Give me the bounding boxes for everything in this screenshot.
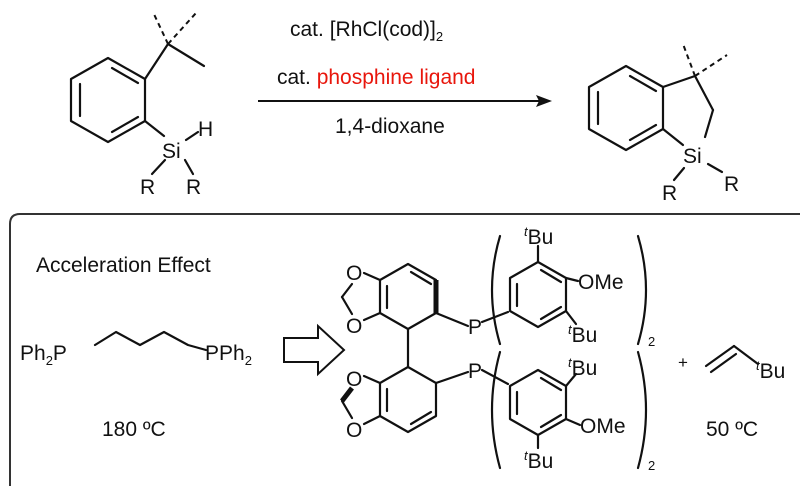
upper-ome-label: OMe <box>578 271 624 294</box>
vinyl-double-bond <box>704 344 736 368</box>
upper-dtbm-aryl-ring <box>508 260 568 329</box>
upper-dioxole-bond <box>340 282 354 299</box>
dppp-structure: Ph2P PPh2 <box>20 330 252 368</box>
temperature-old: 180 ºC <box>102 418 166 441</box>
tbu-ethylene-structure: tBu <box>704 344 785 383</box>
dppp-right-label: PPh2 <box>205 342 252 368</box>
product-ring-double-bond <box>628 74 658 93</box>
upper-p-bond <box>434 311 470 328</box>
reaction-arrow <box>258 95 552 107</box>
upper-tbu-label: tBu <box>524 224 553 249</box>
product-ring-bond <box>703 108 715 139</box>
vinyl-tbu-label: tBu <box>756 358 785 383</box>
product-ring-bond <box>661 74 697 89</box>
upper-right-parenthesis <box>636 234 648 346</box>
upper-dtbm-double-bond <box>539 305 563 321</box>
lower-dioxole-o: O <box>346 368 362 391</box>
substrate-ring-double-bond <box>110 115 140 134</box>
substrate-benzene-ring <box>69 56 147 144</box>
upper-dioxole-o: O <box>346 315 362 338</box>
upper-tbu-bond <box>564 309 578 326</box>
product-structure: Si R R <box>587 43 739 205</box>
substrate-tbu-methyl <box>167 12 197 45</box>
product-ring-double-bond <box>628 123 658 142</box>
product-benzene-ring <box>587 64 665 152</box>
upper-dtbm-double-bond <box>539 268 563 284</box>
upper-ome-bond <box>564 276 580 283</box>
upper-dioxole-bond <box>362 271 382 282</box>
lower-aryl-double-bond <box>409 410 433 426</box>
vinyl-double-bond <box>709 352 738 374</box>
lower-p-label: P <box>468 360 482 383</box>
upper-dioxole-o: O <box>346 262 362 285</box>
lower-right-parenthesis <box>636 350 648 470</box>
ligand-label: cat. phosphine ligand <box>277 66 476 89</box>
lower-p-bond <box>434 370 470 385</box>
substrate-r-bond <box>183 158 195 176</box>
product-methyl <box>682 43 696 77</box>
substrate-r-bond <box>150 158 167 176</box>
product-si-bond <box>661 127 685 147</box>
substrate-tbu-methyl <box>166 42 206 68</box>
lower-tbu-label: tBu <box>524 448 553 473</box>
lower-dioxole-bold-bond <box>340 386 354 403</box>
upper-aryl-double-bond <box>409 270 433 286</box>
product-si-label: Si <box>683 145 702 168</box>
lower-dioxole-bond <box>362 414 382 426</box>
upper-left-parenthesis <box>490 234 502 346</box>
substrate-si-label: Si <box>162 140 181 163</box>
lower-left-parenthesis <box>490 350 502 470</box>
solvent-label: 1,4-dioxane <box>335 115 445 138</box>
product-r-bond <box>706 162 724 174</box>
lower-tbu-label: tBu <box>568 355 597 380</box>
ligand-structure: O O O O P P tBu OMe tBu <box>340 224 655 473</box>
upper-paren-subscript: 2 <box>648 334 655 349</box>
product-methyl <box>694 54 728 77</box>
product-r-label: R <box>724 173 739 196</box>
substrate-tbu-methyl <box>152 11 169 45</box>
lower-ome-bond <box>564 417 582 427</box>
lower-ome-label: OMe <box>580 415 626 438</box>
upper-p-label: P <box>468 316 482 339</box>
substrate-tbu-bond <box>143 42 170 81</box>
acceleration-panel-border <box>9 213 800 486</box>
open-arrow-icon <box>283 323 346 377</box>
substrate-r-label: R <box>186 176 201 199</box>
substrate-r-label: R <box>140 176 155 199</box>
panel-title: Acceleration Effect <box>36 254 211 277</box>
upper-dioxole-bond <box>362 311 382 322</box>
lower-dtbm-double-bond <box>539 376 563 392</box>
catalyst-label: cat. [RhCl(cod)]2 <box>290 18 443 44</box>
temperature-new: 50 ºC <box>706 418 758 441</box>
substrate-h-label: H <box>198 118 213 141</box>
upper-aryl-ring <box>378 262 438 331</box>
vinyl-tbu-bond <box>732 344 760 366</box>
dppp-left-label: Ph2P <box>20 342 67 368</box>
lower-aryl-ring <box>378 365 438 434</box>
substrate-structure: Si H R R <box>69 11 213 199</box>
substrate-si-bond <box>143 119 166 138</box>
product-r-label: R <box>662 182 677 205</box>
lower-dioxole-o: O <box>346 419 362 442</box>
plus-sign: + <box>678 353 688 372</box>
substrate-h-bond <box>184 130 200 142</box>
dppp-propyl-chain <box>93 330 208 352</box>
upper-tbu-label: tBu <box>568 322 597 347</box>
substrate-ring-double-bond <box>110 66 140 85</box>
lower-dtbm-double-bond <box>539 413 563 429</box>
product-r-bond <box>672 166 686 182</box>
product-ring-bond <box>693 74 715 112</box>
lower-tbu-bond <box>564 372 578 388</box>
lower-dtbm-aryl-ring <box>508 368 568 437</box>
upper-dioxole-bond <box>340 295 354 316</box>
lower-dioxole-bond <box>362 374 382 385</box>
lower-dioxole-bond <box>340 399 354 420</box>
lower-paren-subscript: 2 <box>648 458 655 473</box>
